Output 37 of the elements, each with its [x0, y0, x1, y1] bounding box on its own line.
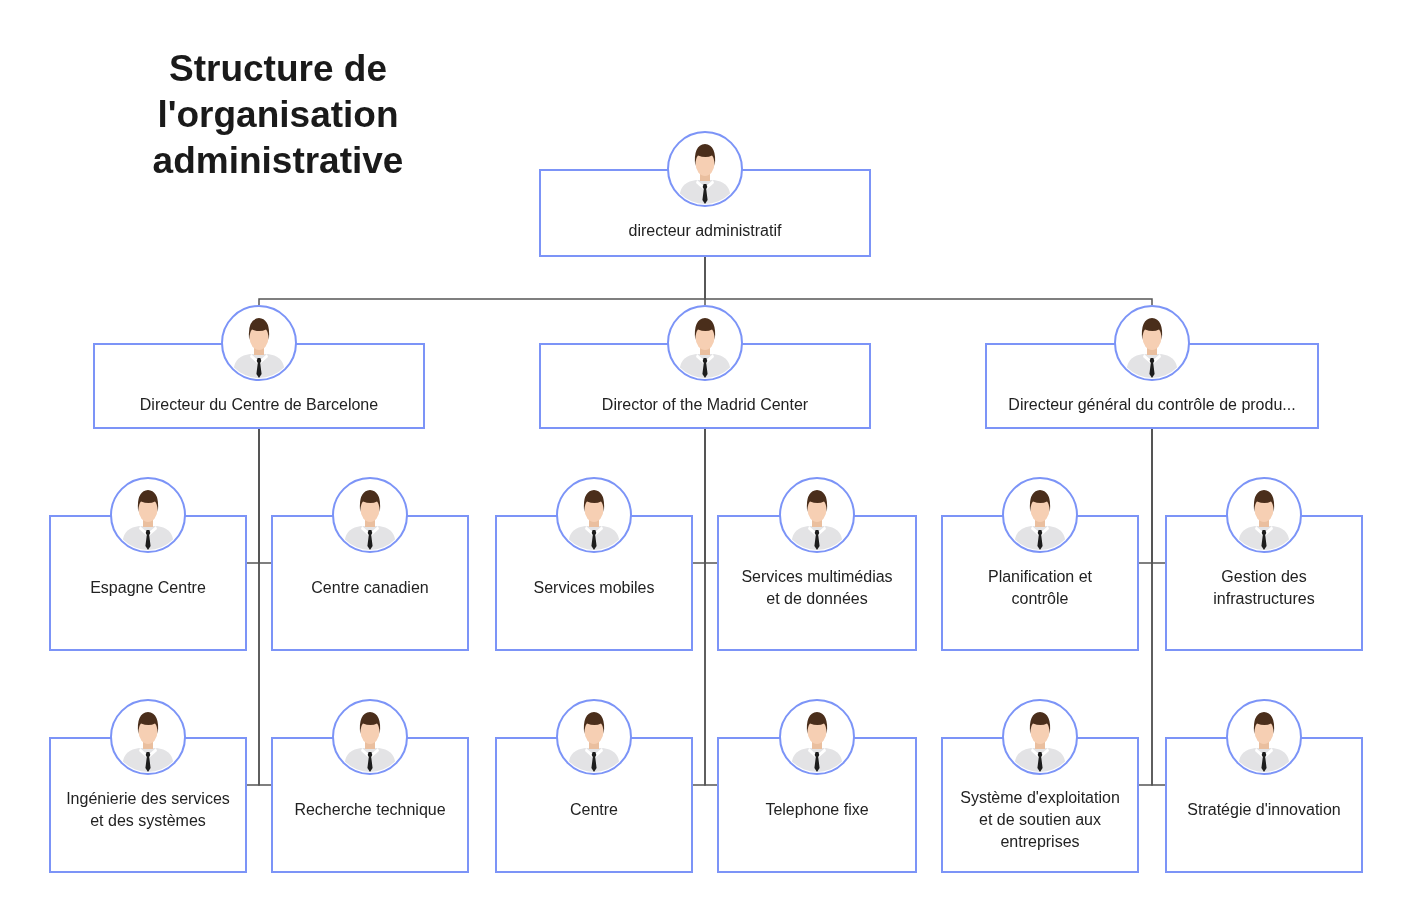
position-card [271, 477, 469, 651]
position-card [495, 477, 693, 651]
position-card [93, 305, 425, 429]
position-card [271, 699, 469, 873]
position-title: Gestion des infrastructures [1212, 567, 1316, 609]
position-title: Telephone fixe [765, 800, 869, 820]
position-card [717, 477, 917, 651]
position-title: Director of the Madrid Center [601, 395, 809, 415]
position-title: directeur administratif [628, 221, 782, 241]
connector-line [258, 428, 272, 786]
position-title: Directeur général du contrôle de produ... [1008, 395, 1296, 415]
position-title: Recherche technique [294, 800, 446, 820]
position-card [941, 699, 1139, 873]
position-title: Centre canadien [311, 578, 429, 598]
connector-line [704, 428, 718, 786]
position-title: Services mobiles [533, 578, 655, 598]
position-title: Système d'exploitation et de soutien aux entreprises [959, 788, 1121, 852]
position-title: Services multimédias et de données [740, 567, 894, 609]
position-card [941, 477, 1139, 651]
position-card [539, 305, 871, 429]
position-card [1165, 477, 1363, 651]
position-title: Ingénierie des services et des systèmes [65, 789, 231, 831]
position-card [539, 131, 871, 257]
position-title: Stratégie d'innovation [1187, 800, 1341, 820]
position-title: Planification et contrôle [986, 567, 1094, 609]
connector-line [1151, 428, 1166, 786]
position-card [49, 699, 247, 873]
position-title: Centre [570, 800, 618, 820]
position-card [717, 699, 917, 873]
diagram-title: Structure de l'organisation administrative [151, 47, 405, 183]
position-card [985, 305, 1319, 429]
position-card [495, 699, 693, 873]
position-title: Directeur du Centre de Barcelone [139, 395, 379, 415]
position-title: Espagne Centre [90, 578, 206, 598]
position-card [49, 477, 247, 651]
position-card [1165, 699, 1363, 873]
connector-line [704, 256, 1153, 306]
